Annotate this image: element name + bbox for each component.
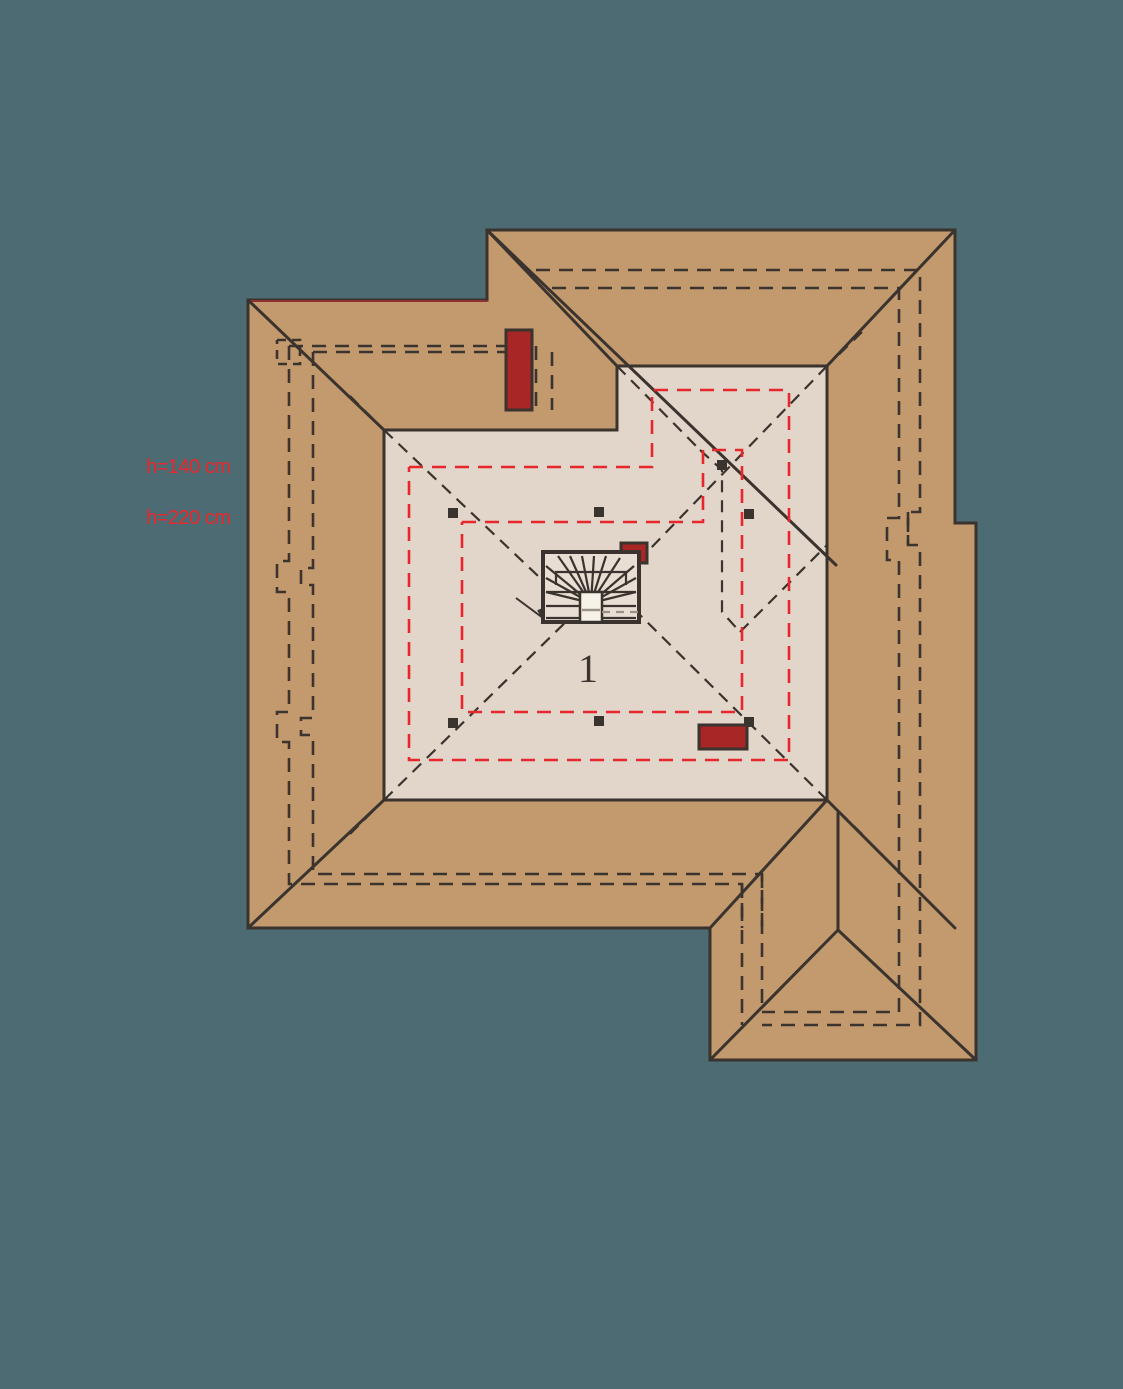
hidden-wall-outlines (275, 268, 922, 1027)
roof-right-notch (955, 521, 978, 1060)
chimney-south (697, 723, 749, 751)
structural-columns (448, 460, 754, 728)
height-contour-220 (460, 448, 744, 714)
room-number-1: 1 (578, 646, 598, 691)
height-contour-140 (407, 388, 791, 762)
height-label-220: h=220 cm (146, 507, 231, 529)
height-label-140: h=140 cm (146, 456, 231, 478)
roof-hip-lines (246, 228, 978, 1062)
winder-staircase (515, 541, 649, 624)
chimney-north (504, 328, 534, 412)
